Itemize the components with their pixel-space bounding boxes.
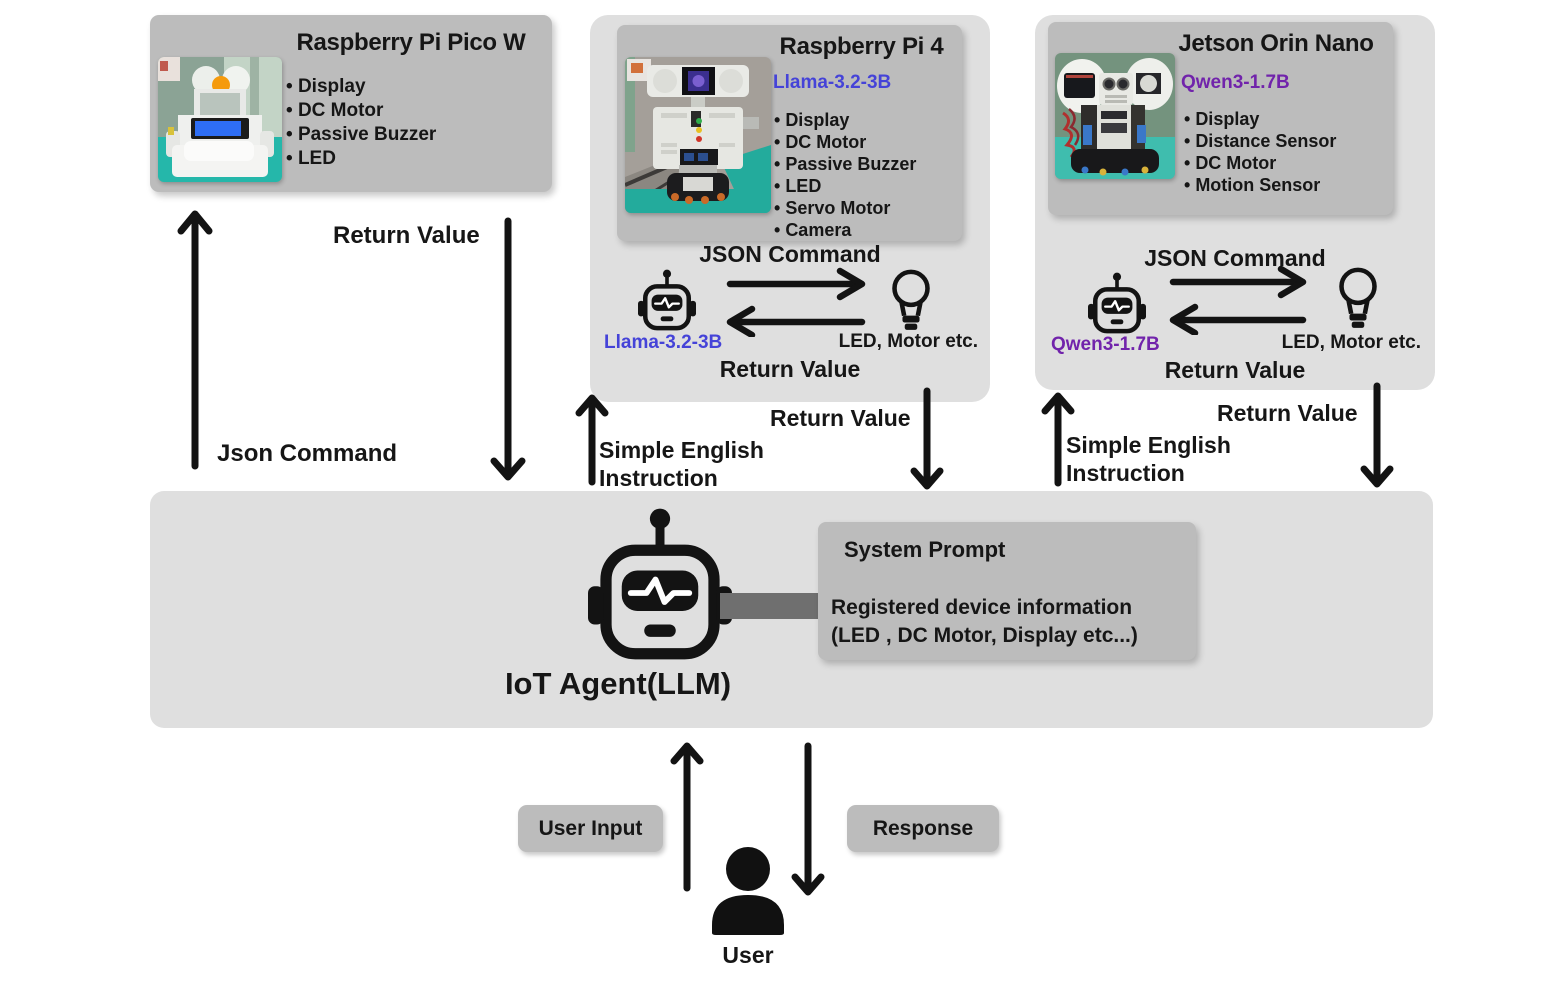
system-prompt-line1: Registered device information	[831, 596, 1133, 619]
system-prompt-title: System Prompt	[844, 537, 1006, 562]
pi4-feature: Servo Motor	[774, 197, 916, 219]
pico-feature: Display	[286, 75, 436, 99]
pico-feature: Passive Buzzer	[286, 123, 436, 147]
pi4-model-label: Llama-3.2-3B	[773, 72, 892, 93]
pi4-json-command-label: JSON Command	[699, 241, 881, 267]
pi4-robot-photo	[625, 57, 771, 213]
pi4-feature: LED	[774, 175, 916, 197]
pi4-title: Raspberry Pi 4	[779, 33, 944, 60]
pico-title: Raspberry Pi Pico W	[296, 29, 526, 56]
json-command-arrow	[726, 267, 866, 337]
jetson-feature-list: Display Distance Sensor DC Motor Motion …	[1184, 108, 1336, 196]
system-prompt-box: System Prompt Registered device informat…	[818, 522, 1196, 660]
user-label: User	[722, 942, 774, 968]
light-bulb-icon	[888, 269, 934, 335]
pico-return-value-label: Return Value	[333, 222, 480, 249]
pico-robot-photo	[158, 57, 282, 182]
pico-device-card: Raspberry Pi Pico W Display DC Motor Pas…	[150, 15, 552, 192]
pi4-panel: Raspberry Pi 4 Llama-3.2-3B Display DC M…	[590, 15, 990, 402]
jetson-devices-label: LED, Motor etc.	[1281, 332, 1421, 353]
jetson-edge-return-value-label: Return Value	[1217, 400, 1358, 426]
pi4-return-value-label: Return Value	[719, 356, 861, 382]
pico-feature-list: Display DC Motor Passive Buzzer LED	[286, 75, 436, 171]
iot-agent-label: IoT Agent(LLM)	[504, 666, 732, 701]
jetson-loop-model-label: Qwen3-1.7B	[1051, 334, 1160, 355]
light-bulb-icon	[1335, 267, 1381, 333]
pi4-feature: Passive Buzzer	[774, 153, 916, 175]
jetson-return-value-label: Return Value	[1164, 357, 1306, 383]
response-box: Response	[847, 805, 999, 852]
robot-icon	[588, 503, 732, 665]
jetson-title: Jetson Orin Nano	[1178, 30, 1374, 57]
pi4-devices-label: LED, Motor etc.	[838, 331, 978, 352]
pico-feature: DC Motor	[286, 99, 436, 123]
pi4-edge-return-value-label: Return Value	[770, 405, 911, 431]
json-command-arrow	[1169, 265, 1307, 335]
pi4-instruction-label: Simple English Instruction	[599, 437, 764, 491]
system-prompt-line2: (LED , DC Motor, Display etc...)	[831, 624, 1138, 647]
jetson-instruction-label: Simple English Instruction	[1066, 432, 1231, 486]
pi4-feature: Display	[774, 109, 916, 131]
agent-systemprompt-connector	[720, 593, 820, 619]
jetson-model-label: Qwen3-1.7B	[1181, 72, 1290, 93]
pi4-feature: DC Motor	[774, 131, 916, 153]
jetson-panel: Jetson Orin Nano Qwen3-1.7B Display Dist…	[1035, 15, 1435, 390]
jetson-feature: DC Motor	[1184, 152, 1336, 174]
pi4-device-card: Raspberry Pi 4 Llama-3.2-3B Display DC M…	[617, 25, 962, 241]
iot-agent-box: IoT Agent(LLM) System Prompt Registered …	[150, 491, 1433, 728]
pico-json-command-label: Json Command	[217, 440, 398, 467]
robot-icon	[1088, 270, 1146, 336]
robot-icon	[638, 267, 696, 333]
pi4-feature: Camera	[774, 219, 916, 241]
user-input-box: User Input	[518, 805, 663, 852]
pi4-feature-list: Display DC Motor Passive Buzzer LED Serv…	[774, 109, 916, 241]
jetson-json-command-label: JSON Command	[1144, 245, 1326, 271]
pi4-loop-model-label: Llama-3.2-3B	[604, 332, 723, 353]
pico-feature: LED	[286, 147, 436, 171]
jetson-device-card: Jetson Orin Nano Qwen3-1.7B Display Dist…	[1048, 22, 1393, 215]
jetson-robot-photo	[1055, 53, 1175, 179]
jetson-feature: Distance Sensor	[1184, 130, 1336, 152]
user-person-icon	[702, 843, 794, 935]
jetson-feature: Display	[1184, 108, 1336, 130]
jetson-feature: Motion Sensor	[1184, 174, 1336, 196]
